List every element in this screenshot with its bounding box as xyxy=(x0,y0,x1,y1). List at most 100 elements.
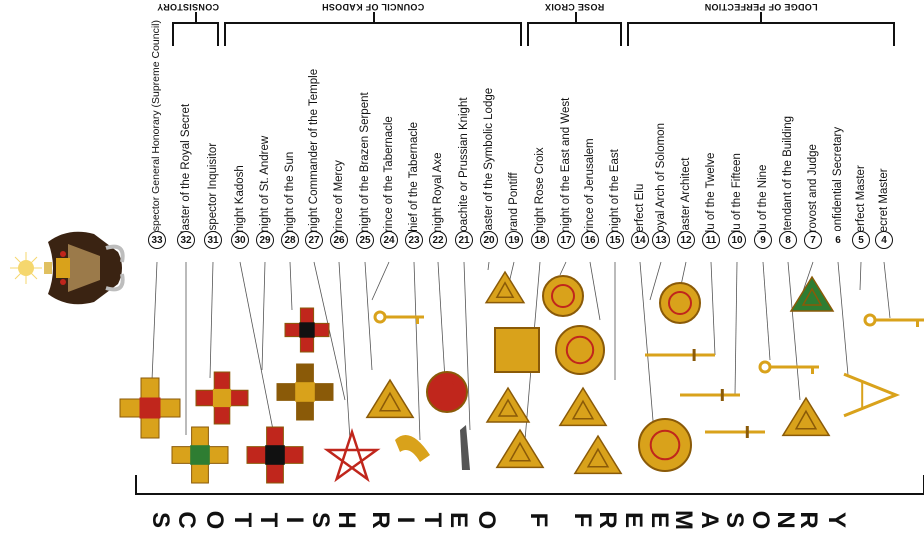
dagger-icon xyxy=(705,426,765,438)
group-bracket-lodge xyxy=(627,22,895,46)
triangle-emblem-icon xyxy=(484,270,526,304)
double-headed-eagle-icon xyxy=(10,231,125,305)
degree-number: 20 xyxy=(480,231,498,249)
degree-number: 29 xyxy=(256,231,274,249)
degree-number: 14 xyxy=(631,231,649,249)
leader-line xyxy=(837,261,849,376)
degree-number: 22 xyxy=(429,231,447,249)
group-bracket-tick xyxy=(575,12,577,22)
leader-line xyxy=(289,261,293,311)
circle-emblem-icon xyxy=(542,275,584,317)
triangle-emblem-icon xyxy=(573,434,623,475)
key-icon xyxy=(373,310,424,324)
degree-number: 31 xyxy=(204,231,222,249)
degree-number: 13 xyxy=(652,231,670,249)
banner-letter: F xyxy=(525,512,552,528)
degree-number: 26 xyxy=(330,231,348,249)
degree-number: 17 xyxy=(557,231,575,249)
degree-33: Inspector General Honorary (Supreme Coun… xyxy=(148,0,253,249)
degree-number: 11 xyxy=(702,231,720,249)
group-bracket-tick xyxy=(373,12,375,22)
leader-line xyxy=(413,261,421,441)
leader-line xyxy=(859,261,862,291)
leader-line xyxy=(559,261,567,276)
leader-line xyxy=(710,261,716,356)
degree-number: 10 xyxy=(728,231,746,249)
degree-number: 23 xyxy=(405,231,423,249)
leader-line xyxy=(734,261,738,396)
triangle-emblem-icon xyxy=(789,275,835,312)
banner-letter: C xyxy=(173,511,200,529)
leader-line xyxy=(463,261,471,431)
leader-line xyxy=(371,261,390,301)
degree-number: 25 xyxy=(356,231,374,249)
triangle-emblem-icon xyxy=(495,428,545,469)
degree-number: 18 xyxy=(531,231,549,249)
degree-number: 15 xyxy=(606,231,624,249)
leader-line xyxy=(883,261,891,319)
degree-number: 5 xyxy=(852,231,870,249)
circle-emblem-icon xyxy=(426,371,468,413)
group-bracket-kadosh xyxy=(224,22,522,46)
banner-letter: H xyxy=(333,511,360,529)
degree-number: 9 xyxy=(754,231,772,249)
degree-number: 30 xyxy=(231,231,249,249)
bottom-bracket xyxy=(135,475,924,495)
degree-number: 19 xyxy=(505,231,523,249)
axe-icon xyxy=(460,425,470,470)
degree-number: 28 xyxy=(281,231,299,249)
leader-line xyxy=(787,261,801,401)
cross-emblem-icon xyxy=(171,426,229,484)
degree-number: 32 xyxy=(177,231,195,249)
banner-letter: R xyxy=(795,511,822,529)
degree-number: 8 xyxy=(779,231,797,249)
axe-icon xyxy=(395,435,430,462)
leader-line xyxy=(649,261,662,301)
leader-line xyxy=(589,261,601,321)
leader-line xyxy=(209,261,214,379)
leader-line xyxy=(762,261,771,361)
degree-number: 27 xyxy=(305,231,323,249)
leader-line xyxy=(487,261,490,271)
group-bracket-tick xyxy=(195,12,197,22)
group-bracket-rose xyxy=(527,22,622,46)
banner-letter: I xyxy=(392,516,419,524)
banner-letter: O xyxy=(473,510,500,530)
degree-number: 12 xyxy=(677,231,695,249)
leader-line xyxy=(239,261,276,441)
leader-line xyxy=(151,261,158,381)
leader-line xyxy=(364,261,373,371)
key-icon xyxy=(863,313,924,327)
triangle-emblem-icon xyxy=(781,396,831,437)
leader-line xyxy=(261,261,266,371)
degree-number: 24 xyxy=(380,231,398,249)
cross-emblem-icon xyxy=(246,426,304,484)
group-bracket-consistory xyxy=(172,22,219,46)
square-emblem-icon xyxy=(494,327,540,373)
leader-line xyxy=(437,261,446,381)
triangle-emblem-icon xyxy=(485,386,531,423)
